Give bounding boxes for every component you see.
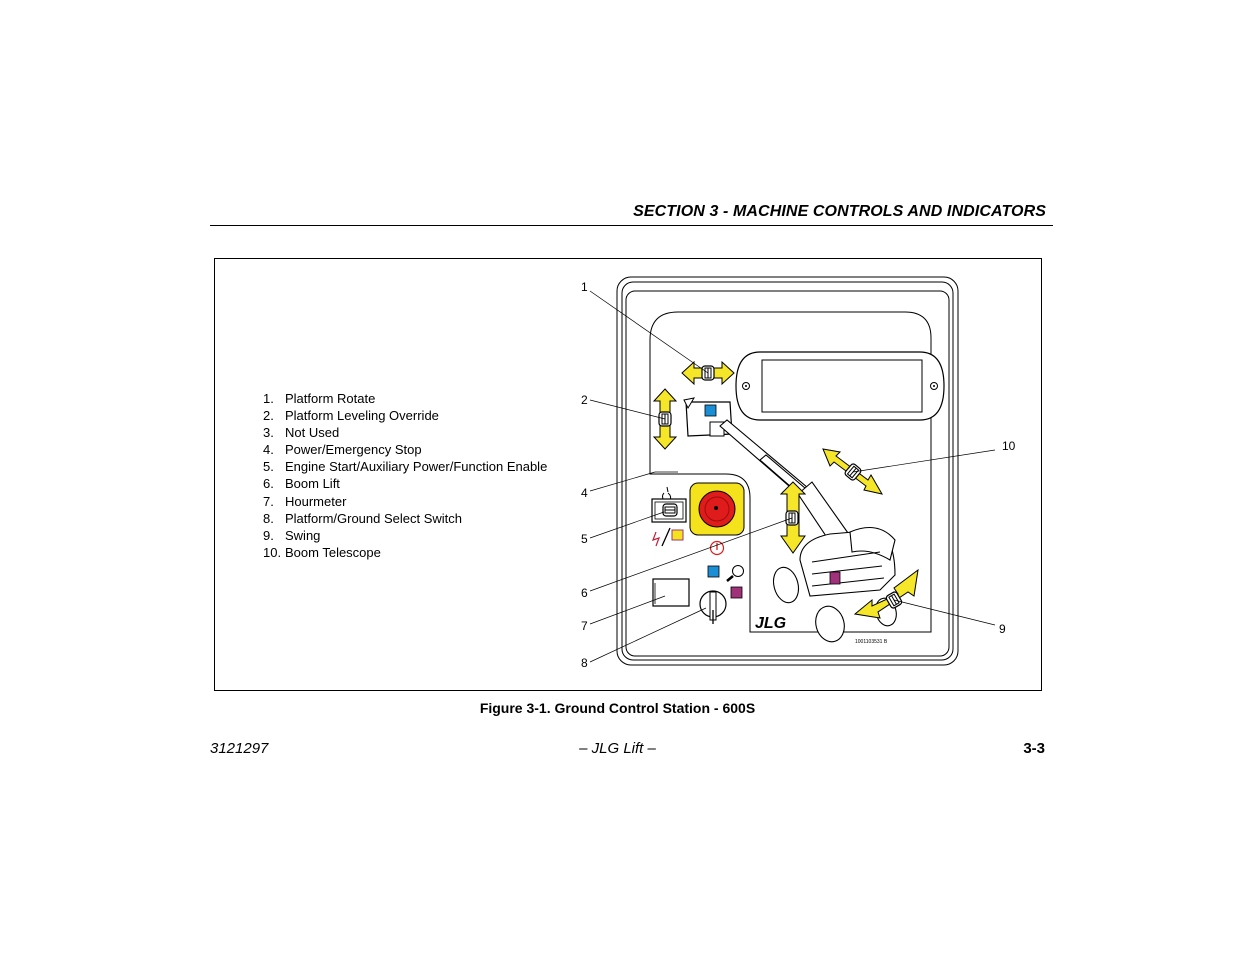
callout-7: 7 xyxy=(581,619,588,633)
legend-item: 10.Boom Telescope xyxy=(263,544,381,560)
display-window xyxy=(735,351,945,421)
part-number: 1001103531 B xyxy=(855,639,888,645)
legend-item: 6.Boom Lift xyxy=(263,476,340,492)
callout-1: 1 xyxy=(581,280,588,294)
document-number: 3121297 xyxy=(210,740,269,757)
legend-list: 1.Platform Rotate 2.Platform Leveling Ov… xyxy=(263,390,547,561)
page-number: 3-3 xyxy=(1023,740,1045,757)
legend-item: 1.Platform Rotate xyxy=(263,391,376,406)
engine-start-switch xyxy=(651,486,687,547)
callout-4: 4 xyxy=(581,486,588,500)
callout-2: 2 xyxy=(581,393,588,407)
section-title: SECTION 3 - MACHINE CONTROLS AND INDICAT… xyxy=(633,203,1046,220)
boom-telescope-arrows xyxy=(822,448,884,495)
legend-item: 4.Power/Emergency Stop xyxy=(263,442,422,458)
figure-frame xyxy=(214,258,1042,691)
legend-item: 9.Swing xyxy=(263,527,321,543)
legend-item: 8.Platform/Ground Select Switch xyxy=(263,510,463,526)
header-rule xyxy=(210,225,1053,226)
panel-outline xyxy=(616,276,959,666)
select-key-switch xyxy=(699,565,744,624)
boom-lift-arrows xyxy=(779,481,807,554)
emergency-stop-button xyxy=(689,482,745,556)
legend-item: 7.Hourmeter xyxy=(263,493,347,509)
callout-10: 10 xyxy=(1002,439,1016,453)
hourmeter xyxy=(652,578,690,607)
callout-9: 9 xyxy=(999,622,1006,636)
jlg-logo: JLG xyxy=(755,615,786,632)
figure-caption: Figure 3-1. Ground Control Station - 600… xyxy=(479,700,756,716)
callout-8: 8 xyxy=(581,656,588,670)
callout-leaders xyxy=(589,290,996,663)
legend-item: 3.Not Used xyxy=(263,425,340,441)
swing-arrows xyxy=(853,568,919,619)
legend-item: 2.Platform Leveling Override xyxy=(263,408,439,424)
callout-5: 5 xyxy=(581,532,588,546)
callout-6: 6 xyxy=(581,586,588,600)
legend-item: 5.Engine Start/Auxiliary Power/Function … xyxy=(263,459,548,475)
footer-title: – JLG Lift – xyxy=(579,740,656,757)
